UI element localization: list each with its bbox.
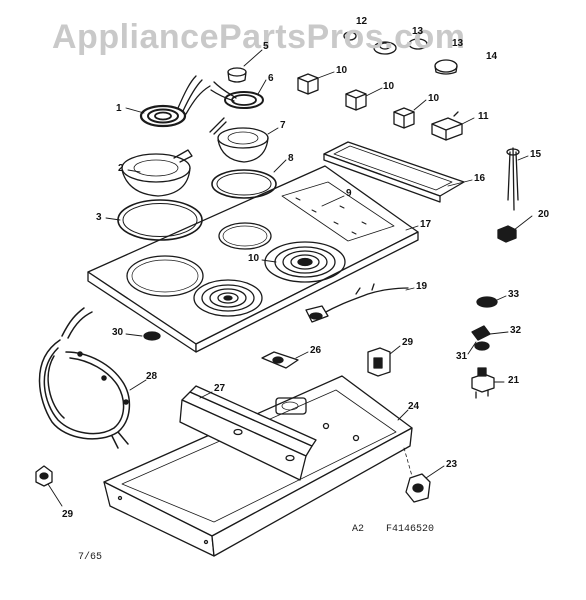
callout-26: 26 <box>310 345 322 356</box>
burner-openings <box>126 222 272 297</box>
diagram-code: A2 <box>352 524 365 535</box>
leader-lines <box>47 49 533 507</box>
part-29-left <box>35 465 53 487</box>
channel-27 <box>179 385 317 481</box>
callout-1: 1 <box>116 103 122 114</box>
trim-ring-8 <box>211 169 277 199</box>
callout-29-a: 29 <box>402 337 414 348</box>
callout-29-b: 29 <box>62 509 74 520</box>
callout-27: 27 <box>214 383 226 394</box>
callout-10-c: 10 <box>428 93 440 104</box>
callout-7: 7 <box>280 120 286 131</box>
page-ref: 7/65 <box>78 552 103 563</box>
callout-12: 12 <box>356 16 368 27</box>
callout-8: 8 <box>288 153 294 164</box>
callout-5: 5 <box>263 41 269 52</box>
part-29-right <box>367 347 391 377</box>
callout-23: 23 <box>446 459 458 470</box>
wiring-harness-28 <box>38 307 131 449</box>
burner-installed-front <box>193 279 263 317</box>
callout-28: 28 <box>146 371 158 382</box>
element-installed-rear <box>264 241 346 283</box>
burner-element-6 <box>210 81 264 109</box>
bracket-15 <box>506 147 520 211</box>
callout-2: 2 <box>118 163 124 174</box>
callout-6: 6 <box>268 73 274 84</box>
callout-31: 31 <box>456 351 468 362</box>
terminal-30 <box>143 331 161 341</box>
switch-11 <box>431 111 463 141</box>
callout-14: 14 <box>486 51 498 62</box>
callout-10-d: 10 <box>248 253 260 264</box>
callout-33: 33 <box>508 289 520 300</box>
switch-row-top <box>297 73 415 129</box>
switch-21 <box>471 367 495 399</box>
callout-30: 30 <box>112 327 124 338</box>
burner-element-1 <box>139 75 211 128</box>
callout-21: 21 <box>508 375 520 386</box>
callout-3: 3 <box>96 212 102 223</box>
watermark: AppliancePartsPros.com <box>52 18 466 56</box>
callout-19: 19 <box>416 281 428 292</box>
callout-16: 16 <box>474 173 486 184</box>
drip-pan-2 <box>121 149 193 197</box>
callout-10-a: 10 <box>336 65 348 76</box>
drip-pan-7 <box>209 117 269 163</box>
bracket-26 <box>261 351 299 369</box>
callout-32: 32 <box>510 325 522 336</box>
wiring-19 <box>305 283 409 323</box>
part-23 <box>405 473 431 503</box>
knob-group-12-14 <box>343 31 458 75</box>
cooktop-panel <box>87 165 419 353</box>
callout-15: 15 <box>530 149 542 160</box>
callout-17: 17 <box>420 219 432 230</box>
callout-10-b: 10 <box>383 81 395 92</box>
callout-13-a: 13 <box>412 26 424 37</box>
knob-5 <box>227 67 247 83</box>
base-pan-24 <box>103 375 413 557</box>
trim-ring-3 <box>117 199 203 241</box>
diagram-id: F4146520 <box>386 524 435 535</box>
callout-24: 24 <box>408 401 420 412</box>
callout-20: 20 <box>538 209 550 220</box>
clip-20 <box>497 225 517 243</box>
callout-11: 11 <box>478 111 489 122</box>
callout-9: 9 <box>346 188 352 199</box>
callout-13-b: 13 <box>452 38 464 49</box>
